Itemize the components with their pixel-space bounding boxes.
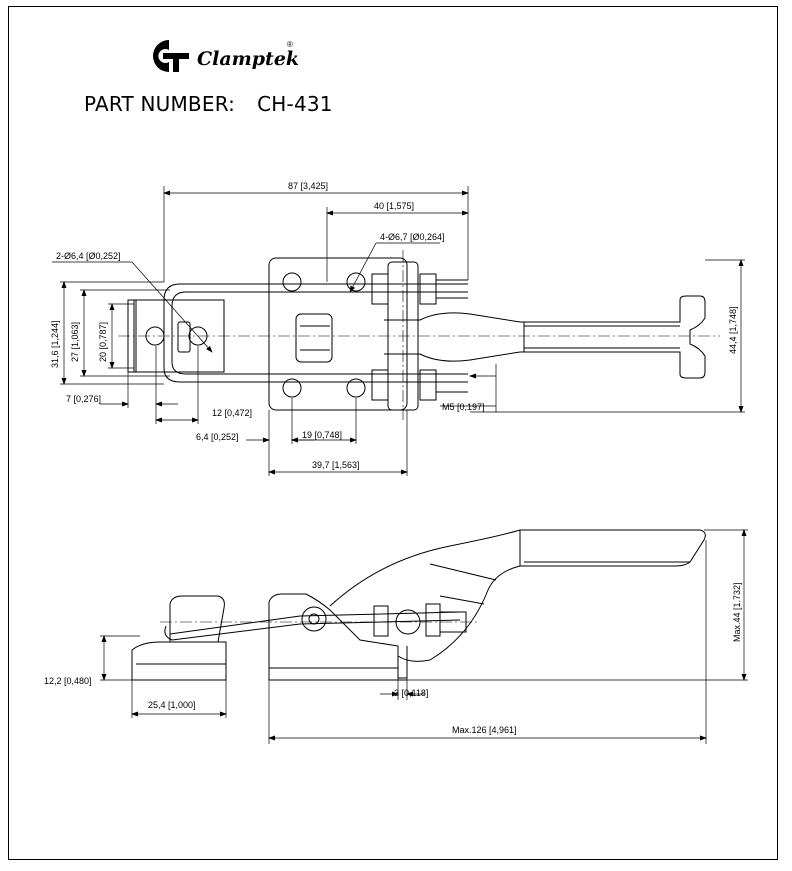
base-plate-top xyxy=(268,257,408,411)
hook-rod-side xyxy=(164,619,461,641)
brand-name: Clamptek xyxy=(197,48,300,70)
mount-hole xyxy=(282,378,302,398)
dim-outer-width: 31,6 [1,244] xyxy=(50,320,60,368)
handle-side xyxy=(329,529,706,662)
hook-rod-side-upper xyxy=(169,611,461,635)
dim-base-thickness: 3 [0,118] xyxy=(394,688,428,698)
hex-nut-side xyxy=(425,603,441,637)
side-view-labels: 12,2 [0,480] 25,4 [1,000] 3 [0,118] Max.… xyxy=(44,582,742,735)
dim-hole-edge: 6,4 [0,252] xyxy=(196,432,239,442)
drawing-border xyxy=(8,6,778,860)
registered-mark: ® xyxy=(287,40,293,49)
dim-handle-width: 44,4 [1,748] xyxy=(728,306,738,354)
dim-mount-holes: 4-Ø6,7 [Ø0,264] xyxy=(380,232,445,242)
dim-max-height: Max.44 [1.732] xyxy=(732,582,742,642)
hex-nut xyxy=(371,273,389,305)
u-hook-outer xyxy=(163,283,468,383)
dim-base-to-bolt: 40 [1,575] xyxy=(374,201,414,211)
mount-hole xyxy=(346,378,366,398)
dim-retainer-offset: 7 [0,276] xyxy=(66,394,101,404)
hex-nut xyxy=(419,369,437,401)
hex-nut xyxy=(419,273,437,305)
hex-nut-side xyxy=(373,605,389,637)
dim-hole-spacing: 20 [0,787] xyxy=(98,322,108,362)
dim-retainer-length: 25,4 [1,000] xyxy=(148,700,196,710)
part-number-label: PART NUMBER: xyxy=(84,92,236,116)
link-pivot xyxy=(295,313,333,363)
retainer-side xyxy=(131,641,227,681)
u-hook-inner xyxy=(171,291,468,375)
dim-retainer-hole-pitch: 12 [0,472] xyxy=(212,408,252,418)
dim-thread: M5 [0,197] xyxy=(442,402,485,412)
mount-hole xyxy=(282,272,302,292)
side-view xyxy=(131,529,706,681)
clamptek-g-logo-icon xyxy=(153,40,189,72)
handle-top xyxy=(384,295,706,379)
top-view-labels: 87 [3,425] 40 [1,575] 4-Ø6,7 [Ø0,264] 2-… xyxy=(50,181,738,470)
dim-max-length: Max.126 [4,961] xyxy=(452,725,517,735)
pivot-circle xyxy=(301,606,327,632)
top-view-dimensions xyxy=(52,186,745,476)
mount-hole xyxy=(346,272,366,292)
dim-retainer-holes: 2-Ø6,4 [Ø0,252] xyxy=(56,251,121,261)
dim-base-length: 39,7 [1,563] xyxy=(312,460,360,470)
hook-crossbar xyxy=(177,321,191,353)
dim-inner-width: 27 [1,063] xyxy=(70,322,80,362)
top-view xyxy=(118,250,720,420)
dim-base-hole-pitch: 19 [0,748] xyxy=(302,430,342,440)
part-number-line: PART NUMBER: CH-431 xyxy=(84,92,333,116)
dim-overall-length: 87 [3,425] xyxy=(288,181,328,191)
base-side xyxy=(268,593,408,680)
side-view-dimensions xyxy=(100,529,748,744)
dim-retainer-height: 12,2 [0,480] xyxy=(44,676,92,686)
retainer-tab xyxy=(169,595,225,643)
part-number-value: CH-431 xyxy=(257,92,333,116)
